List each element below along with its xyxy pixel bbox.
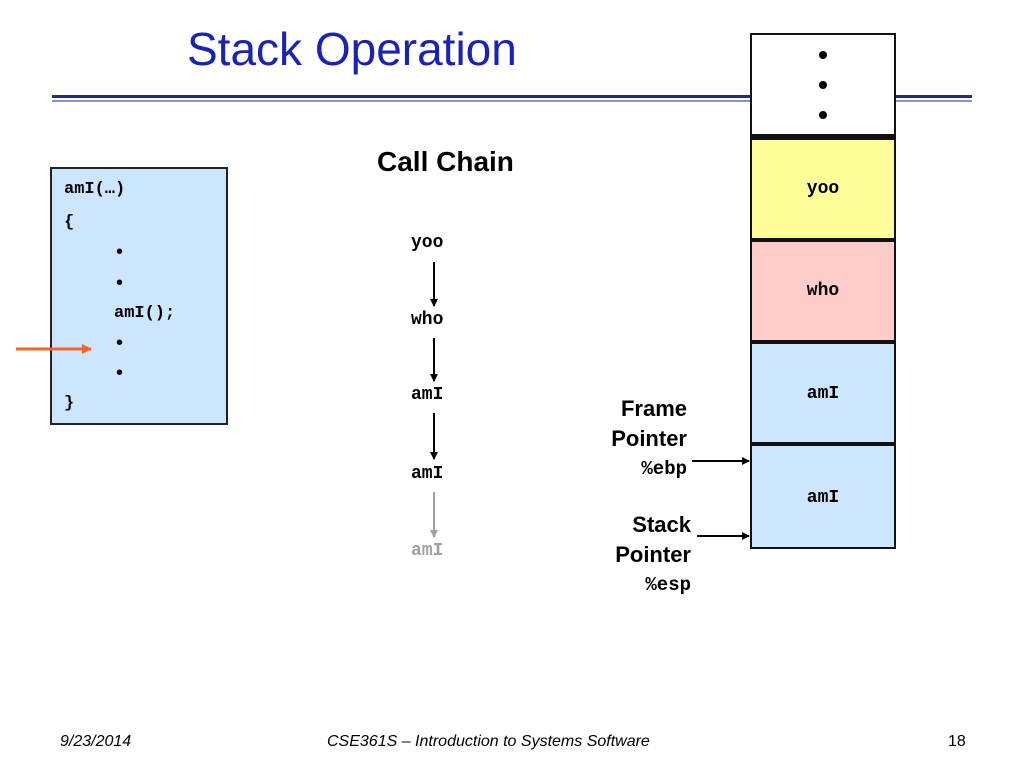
footer-page-number: 18 <box>948 733 966 750</box>
code-recursive-call: amI(); <box>114 304 176 323</box>
frame-pointer-line1: Frame <box>620 396 687 421</box>
code-bullet: • <box>116 332 124 354</box>
code-bullet: • <box>116 362 124 384</box>
frame-pointer-line2: Pointer <box>611 426 687 451</box>
stack-pointer-register: %esp <box>645 574 691 596</box>
code-signature: amI(…) <box>64 180 126 199</box>
code-bullet: • <box>116 241 124 263</box>
call-chain-title: Call Chain <box>377 146 514 177</box>
stack-frame-yoo: yoo <box>750 138 896 240</box>
title-rule-thin <box>52 100 972 102</box>
ellipsis-dot <box>819 80 827 89</box>
code-open-brace: { <box>64 213 75 232</box>
slide-title: Stack Operation <box>187 23 517 75</box>
title-rule <box>52 95 972 98</box>
chain-item-who: who <box>411 310 444 330</box>
stack-frame-who: who <box>750 240 896 342</box>
stack-continuation <box>750 33 896 138</box>
code-close-brace: } <box>64 394 75 413</box>
stack-frame-ami: amI <box>750 342 896 444</box>
chain-item-ami: amI <box>411 464 444 484</box>
footer-course: CSE361S – Introduction to Systems Softwa… <box>327 733 650 750</box>
chain-item-yoo: yoo <box>411 233 444 253</box>
frame-pointer-register: %ebp <box>641 458 687 480</box>
stack-pointer-line1: Stack <box>632 512 691 537</box>
code-box: amI(…) { • • amI(); • • } <box>50 167 228 425</box>
ellipsis-dot <box>819 50 827 59</box>
ellipsis-dot <box>819 110 827 119</box>
stack-pointer-line2: Pointer <box>615 542 691 567</box>
stack-pointer-label: Stack Pointer %esp <box>560 510 691 600</box>
chain-item-ami-faded: amI <box>411 541 444 561</box>
frame-pointer-label: Frame Pointer %ebp <box>560 394 687 484</box>
code-bullet: • <box>116 272 124 294</box>
stack-frame-ami-current: amI <box>750 444 896 549</box>
chain-item-ami: amI <box>411 385 444 405</box>
footer-date: 9/23/2014 <box>60 733 132 750</box>
